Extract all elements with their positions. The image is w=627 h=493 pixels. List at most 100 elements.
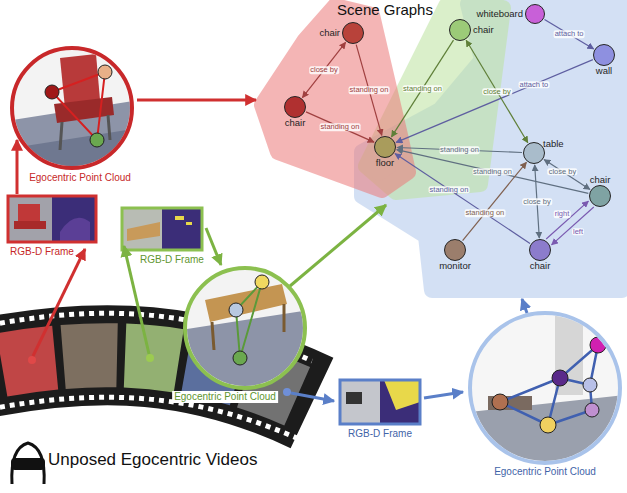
point-cloud-red (98, 65, 112, 79)
rgbd-frame-green (175, 216, 184, 220)
node-label: chair (590, 175, 611, 185)
flow-arrow (424, 392, 463, 398)
vr-headset-icon (11, 458, 45, 470)
edge-label: left (572, 228, 584, 236)
object-node: whiteboard (525, 4, 545, 24)
caption-label: RGB-D Frame (140, 254, 204, 266)
point-cloud-red (12, 48, 132, 168)
node-label: monitor (439, 261, 471, 271)
rgbd-frame-blue (380, 380, 420, 424)
relation-edge (302, 42, 345, 97)
relation-edge (397, 150, 589, 194)
point-cloud-blue (500, 345, 598, 425)
relation-edge (545, 20, 594, 49)
flow-arrow (522, 299, 527, 313)
red-region (262, 6, 408, 190)
point-cloud-green (229, 303, 243, 317)
point-cloud-green (255, 275, 269, 289)
point-cloud-green (180, 268, 310, 400)
flow-arrow (206, 228, 221, 265)
point-cloud-red (60, 115, 110, 150)
node-label: table (543, 139, 564, 149)
caption-label: Egocentric Point Cloud (172, 391, 278, 403)
point-cloud-green (233, 351, 247, 365)
caption-label: RGB-D Frame (348, 428, 412, 440)
object-node: monitor (444, 239, 466, 261)
object-node: wall (593, 44, 615, 66)
relation-edge (546, 201, 588, 239)
point-cloud-blue (540, 417, 556, 433)
rgbd-frame-blue (384, 380, 420, 410)
flow-arrow (291, 393, 334, 401)
node-label: whiteboard (477, 9, 523, 19)
point-cloud-blue (470, 395, 625, 470)
object-node: chair (284, 96, 306, 118)
relation-edge (552, 207, 594, 245)
rgbd-frame-green (122, 208, 202, 250)
object-node: floor (374, 136, 396, 158)
object-node: chair (342, 22, 364, 44)
point-cloud-green (236, 282, 262, 358)
red-region (262, 6, 408, 190)
rgbd-frame-green (122, 208, 202, 250)
point-cloud-blue (492, 394, 508, 410)
caption-label: Unposed Egocentric Videos (48, 450, 258, 470)
relation-edge (463, 162, 527, 240)
rgbd-frame-red (60, 218, 90, 242)
edge-label: standing on (349, 86, 390, 94)
rgbd-frame-red (8, 196, 96, 242)
point-cloud-blue (470, 305, 625, 470)
point-cloud-green (205, 284, 287, 322)
rgbd-frame-red (18, 204, 40, 222)
node-label: wall (596, 66, 612, 76)
edge-label: standing on (439, 146, 480, 154)
node-label: chair (473, 25, 494, 35)
object-node: chair (589, 185, 611, 207)
edge-label: standing on (464, 210, 505, 218)
point-cloud-blue (552, 370, 568, 386)
edge-label: standing on (402, 85, 443, 93)
edge-label: close by (548, 168, 578, 176)
node-label: chair (285, 118, 306, 128)
point-cloud-blue (583, 378, 597, 392)
rgbd-frame-blue (340, 380, 420, 424)
caption-label: Egocentric Point Cloud (494, 466, 596, 478)
node-label: floor (376, 158, 394, 168)
node-label: chair (319, 28, 340, 38)
rgbd-frame-blue (340, 380, 420, 424)
rgbd-frame-red (8, 196, 96, 242)
point-cloud-blue (470, 305, 625, 470)
flow-arrow (283, 388, 291, 396)
point-cloud-blue (585, 403, 599, 417)
relation-edge (466, 40, 528, 142)
point-cloud-red (52, 72, 105, 140)
edge-label: standing on (472, 168, 513, 176)
flow-arrow (137, 99, 256, 102)
rgbd-frame-red (14, 221, 46, 229)
rgbd-frame-green (122, 208, 162, 250)
object-node: chair (449, 19, 471, 41)
relation-edge (396, 60, 593, 143)
edge-label: attach to (554, 30, 585, 38)
object-node: chair (529, 239, 551, 261)
rgbd-frame-green (127, 222, 160, 241)
rgbd-frame-red (52, 196, 96, 242)
flow-arrow (290, 205, 386, 286)
point-cloud-green (180, 275, 310, 400)
edge-label: close by (309, 66, 339, 74)
caption-label: RGB-D Frame (10, 246, 74, 258)
caption-label: Egocentric Point Cloud (29, 172, 131, 184)
edge-label: attach to (519, 81, 550, 89)
edge-label: close by (522, 198, 552, 206)
edge-label: standing on (429, 186, 470, 194)
film-strip (0, 397, 312, 445)
edge-label: right (554, 210, 571, 218)
flow-arrow (33, 249, 85, 356)
flow-arrow (17, 100, 527, 401)
point-cloud-red (0, 48, 140, 180)
rgbd-frame-green (186, 222, 192, 225)
point-cloud-blue (470, 313, 620, 463)
rgbd-frame-red (8, 196, 52, 242)
point-cloud-green (185, 268, 305, 388)
